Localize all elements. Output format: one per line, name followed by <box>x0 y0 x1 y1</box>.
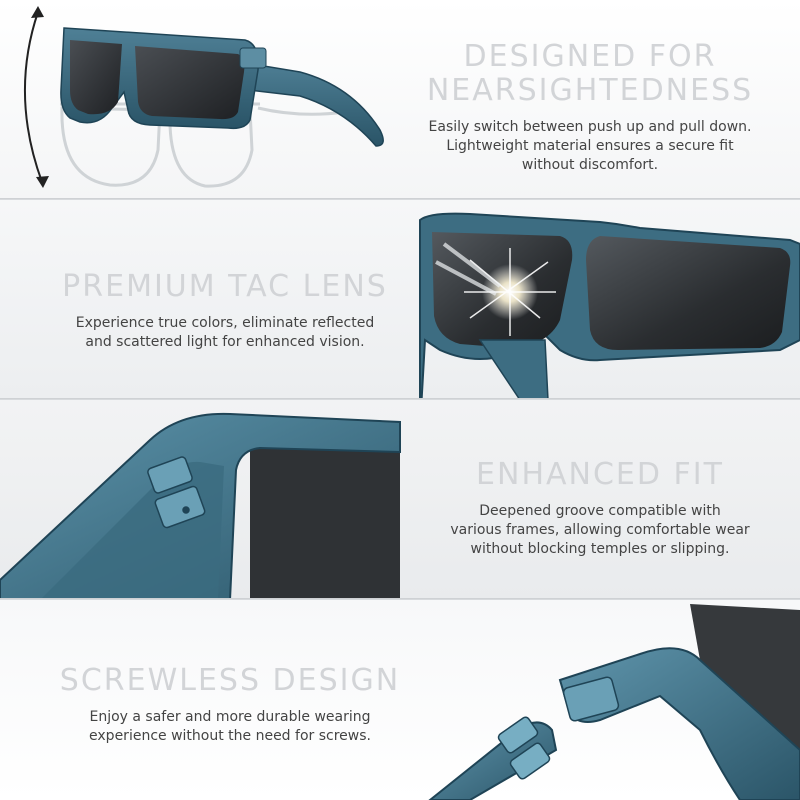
section-enhanced-fit: ENHANCED FIT Deepened groove compatible … <box>0 400 800 600</box>
sunglasses-left-lens <box>70 40 122 115</box>
groove-closeup-illustration <box>0 412 401 600</box>
heading-line: NEARSIGHTEDNESS <box>426 73 754 108</box>
section-text: ENHANCED FIT Deepened groove compatible … <box>430 458 770 559</box>
temple <box>478 339 549 400</box>
heading-line: DESIGNED FOR <box>463 39 717 74</box>
section-screwless: SCREWLESS DESIGN Enjoy a safer and more … <box>0 600 800 800</box>
description-line: Deepened groove compatible with <box>479 503 721 519</box>
sunglasses-right-lens <box>135 46 245 120</box>
fitover-sunglasses-illustration <box>24 6 384 188</box>
heading-line: ENHANCED FIT <box>476 457 724 492</box>
description-line: without discomfort. <box>521 157 659 173</box>
description-line: experience without the need for screws. <box>89 728 371 744</box>
section-heading: SCREWLESS DESIGN <box>30 664 430 698</box>
sunglasses-temple <box>227 59 384 147</box>
description-line: various frames, allowing comfortable wea… <box>450 522 750 538</box>
hinge <box>147 456 206 529</box>
section-heading: DESIGNED FOR NEARSIGHTEDNESS <box>420 40 760 108</box>
description-line: Lightweight material ensures a secure fi… <box>446 138 734 154</box>
frame-piece <box>558 647 800 800</box>
screwless-hinge-illustration <box>428 604 800 800</box>
description-line: without blocking temples or slipping. <box>470 541 730 557</box>
description-line: Experience true colors, eliminate reflec… <box>75 315 375 331</box>
section-heading: PREMIUM TAC LENS <box>30 270 420 304</box>
right-lens <box>586 236 791 350</box>
section-text: SCREWLESS DESIGN Enjoy a safer and more … <box>30 664 430 746</box>
description-line: Enjoy a safer and more durable wearing <box>89 709 371 725</box>
heading-line: PREMIUM TAC LENS <box>62 269 388 304</box>
hinge <box>239 47 267 69</box>
section-text: DESIGNED FOR NEARSIGHTEDNESS Easily swit… <box>420 40 760 175</box>
section-description: Deepened groove compatible with various … <box>430 502 770 559</box>
section-text: PREMIUM TAC LENS Experience true colors,… <box>30 270 420 352</box>
section-tac-lens: PREMIUM TAC LENS Experience true colors,… <box>0 200 800 400</box>
lens-flare-icon <box>435 242 556 336</box>
heading-line: SCREWLESS DESIGN <box>59 663 401 698</box>
lens-closeup-illustration <box>419 212 800 400</box>
lens <box>690 604 800 750</box>
description-line: and scattered light for enhanced vision. <box>85 334 365 350</box>
section-nearsightedness: DESIGNED FOR NEARSIGHTEDNESS Easily swit… <box>0 0 800 200</box>
description-line: Easily switch between push up and pull d… <box>428 119 752 135</box>
temple-hinge <box>497 716 551 780</box>
section-description: Easily switch between push up and pull d… <box>420 118 760 175</box>
section-heading: ENHANCED FIT <box>430 458 770 492</box>
swap-arrow-icon <box>24 6 49 188</box>
section-description: Experience true colors, eliminate reflec… <box>30 314 420 352</box>
frame-hinge-block <box>562 676 620 722</box>
lens <box>250 440 400 600</box>
section-description: Enjoy a safer and more durable wearing e… <box>30 708 430 746</box>
